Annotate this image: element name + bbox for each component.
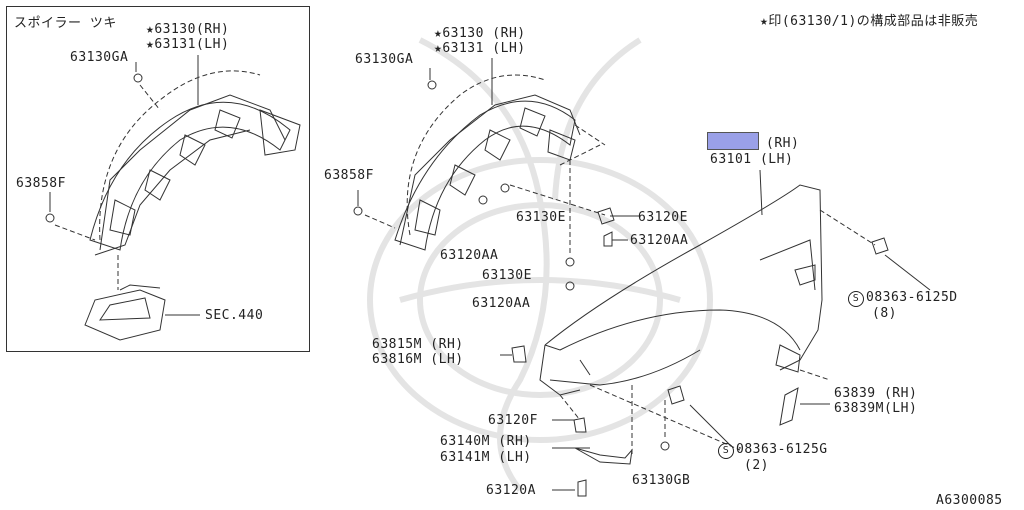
clip-63120aa-b	[565, 281, 575, 291]
note-text: ★印(63130/1)の構成部品は非販売	[760, 14, 979, 29]
inset-sec440-part	[84, 284, 166, 341]
label-63120e: 63120E	[638, 210, 688, 225]
inset-clip-63858f	[45, 213, 55, 223]
clip-63120f	[573, 417, 587, 433]
label-63131-lh: ★63131 (LH)	[434, 41, 526, 56]
clip-63130e-a	[500, 183, 510, 193]
clip-63815m	[511, 345, 527, 363]
part-63839	[779, 387, 799, 426]
label-63839: 63839 (RH)	[834, 386, 918, 401]
label-63130-rh: ★63130 (RH)	[434, 26, 526, 41]
main-arc-dashed	[406, 74, 606, 255]
main-liner-drawing	[394, 94, 581, 251]
label-bolt-g-qty: (2)	[744, 458, 769, 473]
label-fender-rh: (RH)	[766, 136, 800, 151]
label-63815m: 63815M (RH)	[372, 337, 464, 352]
label-63816m: 63816M (LH)	[372, 352, 464, 367]
label-63120aa-b: 63120AA	[472, 296, 531, 311]
inset-arc-dashed	[99, 70, 261, 241]
label-63130e-b: 63130E	[482, 268, 532, 283]
label-63130ga: 63130GA	[355, 52, 414, 67]
main-leaders	[357, 58, 640, 241]
label-63839m: 63839M(LH)	[834, 401, 918, 416]
s-circle-icon: S	[718, 443, 734, 459]
diagram-id: A6300085	[936, 493, 1003, 508]
label-bolt-d-qty: (8)	[872, 306, 897, 321]
inset-label-sec440: SEC.440	[205, 308, 264, 323]
clip-63130e-b	[565, 257, 575, 267]
inset-liner-drawing	[89, 94, 301, 256]
label-63120f: 63120F	[488, 413, 538, 428]
label-63120aa-c: 63120AA	[630, 233, 689, 248]
watermark-emblem	[367, 37, 713, 492]
label-63130gb: 63130GB	[632, 473, 691, 488]
label-63140m: 63140M (RH)	[440, 434, 532, 449]
inset-label-63130: ★63130(RH)	[146, 22, 230, 37]
bolt-08363-6125g	[667, 385, 685, 405]
clip-63130gb	[660, 441, 670, 451]
fender-leaders	[500, 254, 931, 491]
bolt-08363-6125d	[871, 237, 889, 255]
fender-drawing	[539, 169, 823, 396]
s-circle-icon: S	[848, 291, 864, 307]
bolt-g-number: 08363-6125G	[736, 442, 828, 457]
inset-label-63130ga: 63130GA	[70, 50, 129, 65]
label-63141m: 63141M (LH)	[440, 450, 532, 465]
label-63130e-a: 63130E	[516, 210, 566, 225]
main-clip-63858f	[353, 206, 363, 216]
clip-63120e	[597, 207, 615, 225]
inset-title: スポイラー ツキ	[14, 16, 117, 31]
inset-leaders	[49, 55, 200, 316]
inset-clip-63130ga	[133, 73, 143, 83]
clip-63120aa-a	[478, 195, 488, 205]
label-63858f: 63858F	[324, 168, 374, 183]
fender-part-highlight	[707, 132, 759, 150]
label-63120a: 63120A	[486, 483, 536, 498]
inset-label-63858f: 63858F	[16, 176, 66, 191]
label-63120aa-a: 63120AA	[440, 248, 499, 263]
inset-frame	[6, 6, 310, 352]
bolt-d-number: 08363-6125D	[866, 290, 958, 305]
fender-dashed	[559, 209, 876, 455]
clip-63120a	[577, 479, 587, 497]
bracket-63140m	[574, 447, 633, 465]
inset-label-63131: ★63131(LH)	[146, 37, 230, 52]
label-fender-lh: 63101 (LH)	[710, 152, 794, 167]
clip-63120aa-c	[603, 231, 613, 247]
main-clip-63130ga	[427, 80, 437, 90]
